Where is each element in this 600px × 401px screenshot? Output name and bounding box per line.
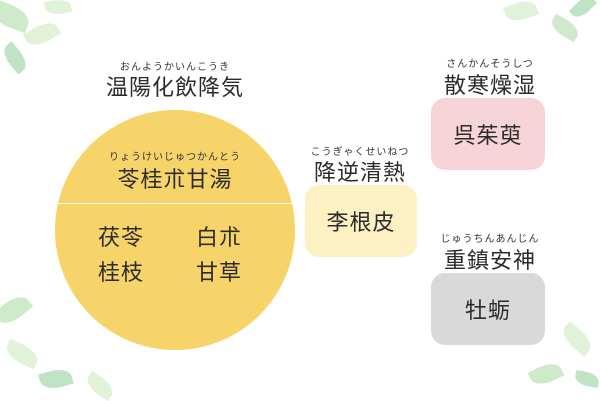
main-formula-reading: りょうけいじゅつかんとう — [109, 152, 241, 163]
leaf-icon — [548, 13, 582, 43]
group-title: 降逆清熱 — [313, 161, 406, 186]
group-title: 散寒燥湿 — [443, 74, 536, 99]
leaf-icon — [568, 0, 598, 22]
leaf-icon — [502, 0, 540, 25]
herb-box: 李根皮 — [305, 185, 417, 257]
leaf-icon — [527, 359, 565, 389]
herb-label: 白朮 — [196, 226, 243, 251]
leaf-icon — [558, 321, 596, 357]
group-reading: こうぎゃくせいねつ — [310, 147, 410, 158]
main-formula-name: 苓桂朮甘湯 — [117, 168, 233, 193]
main-group-reading: おんようかいんこうき — [120, 62, 230, 73]
herb-label: 桂枝 — [98, 261, 145, 286]
main-formula-circle: りょうけいじゅつかんとう 苓桂朮甘湯 茯苓 白朮 桂枝 甘草 — [55, 110, 295, 350]
group-title: 重鎮安神 — [443, 249, 536, 274]
leaf-icon — [43, 0, 73, 17]
leaf-icon — [0, 0, 33, 34]
leaf-icon — [83, 370, 117, 401]
main-group-title: 温陽化飲降気 — [105, 76, 244, 101]
leaf-icon — [2, 338, 42, 370]
group-reading: じゅうちんあんじん — [440, 234, 540, 245]
leaf-icon — [573, 370, 600, 388]
circle-divider — [55, 203, 295, 204]
group-reading: さんかんそうしつ — [446, 59, 534, 70]
herb-label: 茯苓 — [98, 226, 145, 251]
herb-box: 牡蛎 — [431, 273, 545, 345]
leaf-icon — [38, 366, 74, 392]
leaf-icon — [0, 290, 34, 330]
leaf-icon — [0, 41, 31, 75]
herb-label: 甘草 — [196, 261, 243, 286]
herb-box: 呉茱萸 — [431, 98, 545, 170]
